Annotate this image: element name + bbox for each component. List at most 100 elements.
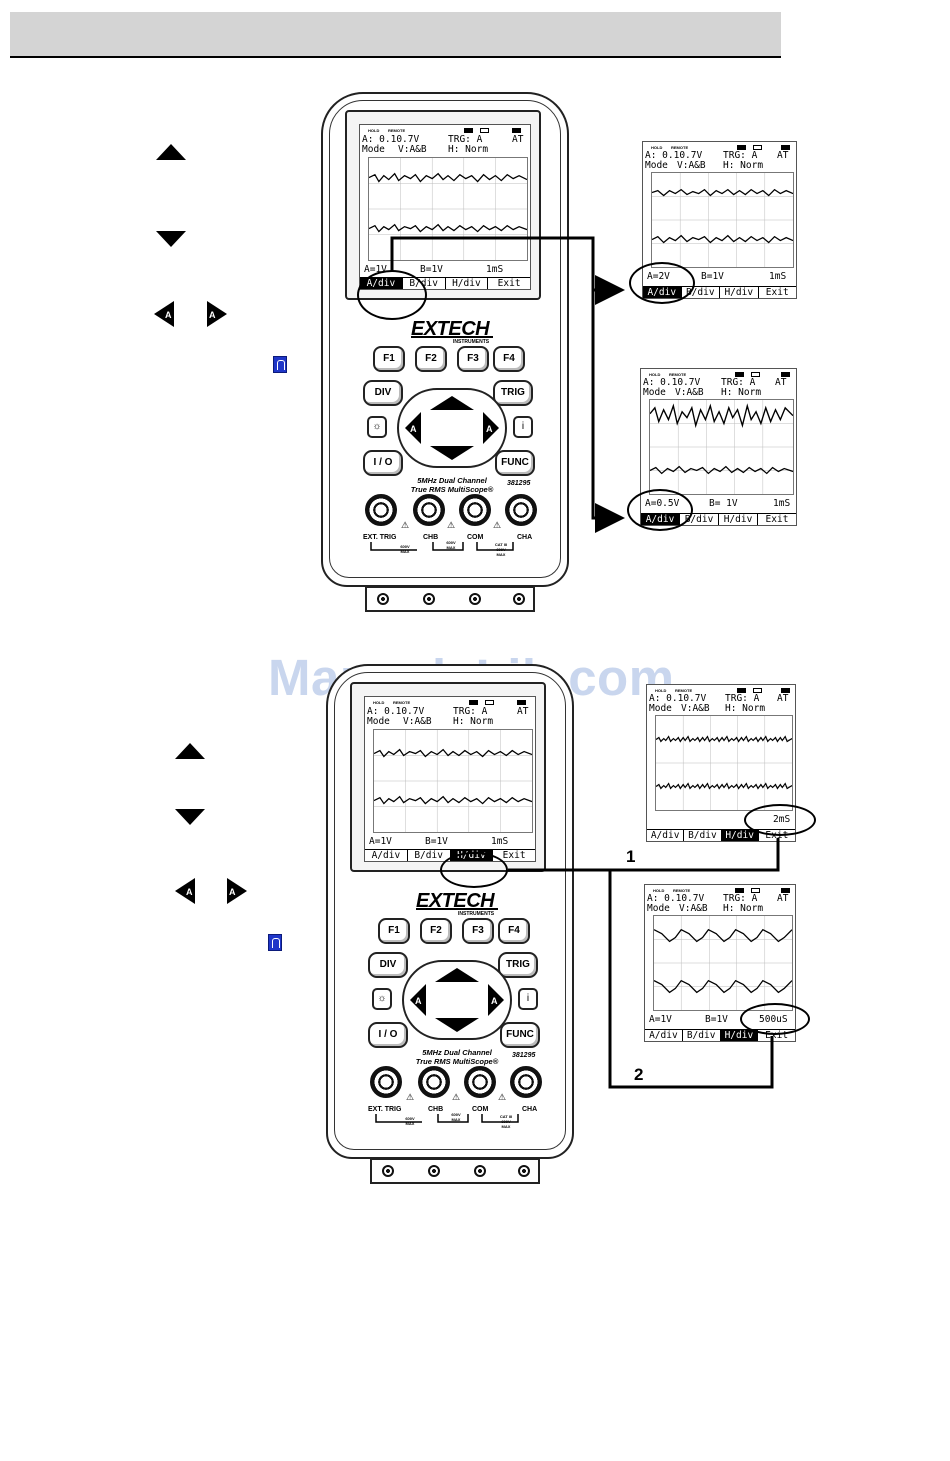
cha-label: CHA [522,1106,538,1113]
f4-button[interactable]: F4 [493,346,525,372]
ext-trig-label: EXT. TRIG [368,1106,402,1113]
com-jack[interactable] [459,494,491,526]
chb-jack[interactable] [418,1066,450,1098]
menu-exit[interactable]: Exit [487,278,530,289]
f3-button[interactable]: F3 [457,346,489,372]
svg-text:A: A [209,310,216,320]
ext-trig-jack[interactable] [370,1066,402,1098]
up-arrow-icon [156,144,186,160]
menu-h-div[interactable]: H/div [720,830,758,841]
down-arrow-icon [175,809,205,825]
brand-sub: INSTRUMENTS [453,339,490,345]
f2-button[interactable]: F2 [415,346,447,372]
trig-button[interactable]: TRIG [493,380,533,406]
svg-text:A: A [186,887,193,897]
menu-a-div[interactable]: A/div [650,830,680,841]
bulb-icon: ☼ [372,421,382,432]
menu-a-div[interactable]: A/div [371,850,401,861]
header-bar [10,12,781,58]
callout-2ms [744,804,816,836]
menu-exit[interactable]: Exit [757,1030,795,1041]
cha-jack[interactable] [505,494,537,526]
power-button[interactable]: I / O [363,450,403,476]
svg-text:A: A [410,424,417,434]
warning-icon: ⚠ [498,1092,507,1102]
auto-mode-icon [268,934,282,951]
com-label: COM [467,534,484,541]
svg-text:A: A [415,996,422,1006]
lcd-screen: HOLD REMOTE A: 0.10.7V TRG: A AT Mode V:… [359,124,531,290]
pad-left-arrow-icon[interactable] [405,412,421,444]
brand-sub: INSTRUMENTS [458,911,495,917]
func-button[interactable]: FUNC [495,450,535,476]
meter-1: HOLD REMOTE A: 0.10.7V TRG: A AT Mode V:… [321,92,569,617]
com-label: COM [472,1106,489,1113]
menu-exit[interactable]: Exit [757,287,797,298]
svg-text:A: A [486,424,493,434]
warning-icon: ⚠ [493,520,502,530]
pad-down-arrow-icon[interactable] [435,1018,479,1032]
f4-button[interactable]: F4 [498,918,530,944]
meter-stand [365,586,535,612]
max-rating: 600V MAX [451,1112,461,1122]
menu-b-div[interactable]: B/div [683,830,720,841]
f2-button[interactable]: F2 [420,918,452,944]
warning-icon: ⚠ [452,1092,461,1102]
info-button[interactable]: i [518,988,538,1010]
info-button[interactable]: i [513,416,533,438]
func-button[interactable]: FUNC [500,1022,540,1048]
ext-trig-jack[interactable] [365,494,397,526]
left-a-arrow-icon: A [154,301,174,327]
f1-button[interactable]: F1 [373,346,405,372]
menu-exit[interactable]: Exit [757,514,796,525]
menu-a-div[interactable]: A/div [649,1030,678,1041]
pad-right-arrow-icon[interactable] [483,412,499,444]
navigation-pad: A A [402,960,512,1040]
menu-b-div[interactable]: B/div [681,1030,720,1041]
callout-a-2v [629,262,695,304]
backlight-button[interactable]: ☼ [372,988,392,1010]
menu-h-div[interactable]: H/div [719,1030,758,1041]
max-rating: 600V MAX [400,544,410,554]
chb-label: CHB [428,1106,444,1113]
left-a-arrow-icon: A [175,878,195,904]
power-button[interactable]: I / O [368,1022,408,1048]
waveform-plot [368,157,528,261]
model-number: 381295 [512,1052,536,1059]
com-jack[interactable] [464,1066,496,1098]
pad-up-arrow-icon[interactable] [430,396,474,410]
chb-jack[interactable] [413,494,445,526]
f3-button[interactable]: F3 [462,918,494,944]
f1-button[interactable]: F1 [378,918,410,944]
pad-up-arrow-icon[interactable] [435,968,479,982]
backlight-button[interactable]: ☼ [367,416,387,438]
menu-h-div[interactable]: H/div [718,514,757,525]
menu-b-div[interactable]: B/div [406,850,450,861]
meter-2: HOLD REMOTE A: 0.10.7V TRG: A AT Mode V:… [326,664,574,1189]
navigation-pad: A A [397,388,507,468]
warning-icon: ⚠ [401,520,410,530]
trig-button[interactable]: TRIG [498,952,538,978]
callout-h-div-main-2 [440,852,508,888]
pad-right-arrow-icon[interactable] [488,984,504,1016]
cha-jack[interactable] [510,1066,542,1098]
cha-label: CHA [517,534,533,541]
step-label-1: 1 [626,847,636,866]
waveform-plot [655,715,793,811]
model-number: 381295 [507,480,531,487]
down-arrow-icon [156,231,186,247]
callout-500us [740,1003,810,1035]
pad-down-arrow-icon[interactable] [430,446,474,460]
div-button[interactable]: DIV [363,380,403,406]
menu-h-div[interactable]: H/div [444,278,488,289]
pad-left-arrow-icon[interactable] [410,984,426,1016]
warning-icon: ⚠ [406,1092,415,1102]
meter-stand [370,1158,540,1184]
div-button[interactable]: DIV [368,952,408,978]
right-a-arrow-icon: A [227,878,247,904]
brand-logo: EXTECH [411,318,490,340]
menu-h-div[interactable]: H/div [719,287,758,298]
